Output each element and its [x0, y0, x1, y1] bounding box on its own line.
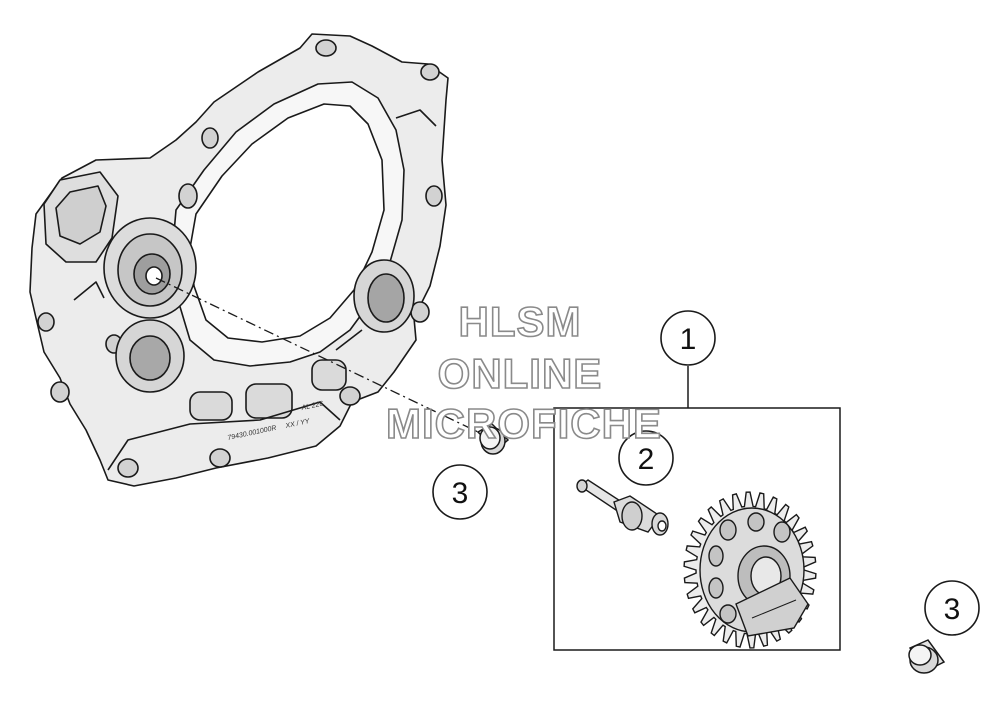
callout-2-label: 2: [638, 443, 655, 476]
watermark-line-1: HLSM: [459, 298, 582, 345]
callout-3a-label: 3: [452, 477, 469, 510]
gear-shaft: [576, 479, 669, 536]
gear-spoke-holes: [708, 512, 791, 624]
bushing-lower: [908, 639, 946, 674]
callout-3a: 3: [432, 464, 488, 520]
callout-1-label: 1: [680, 323, 697, 356]
kit-frame: [553, 407, 841, 651]
callout-3b-label: 3: [944, 593, 961, 626]
callout-2: 2: [618, 430, 674, 486]
watermark: HLSM ONLINE MICROFICHE: [385, 297, 662, 448]
driven-gear: [683, 491, 817, 649]
callout-3b: 3: [924, 580, 980, 636]
watermark-line-2: ONLINE: [438, 350, 603, 397]
casting-alloy: AL 226: [300, 401, 324, 413]
callout-1: 1: [660, 310, 716, 366]
bushing-upper: [476, 423, 510, 455]
watermark-line-3: MICROFICHE: [386, 400, 662, 447]
clutch-cover: [29, 33, 449, 487]
